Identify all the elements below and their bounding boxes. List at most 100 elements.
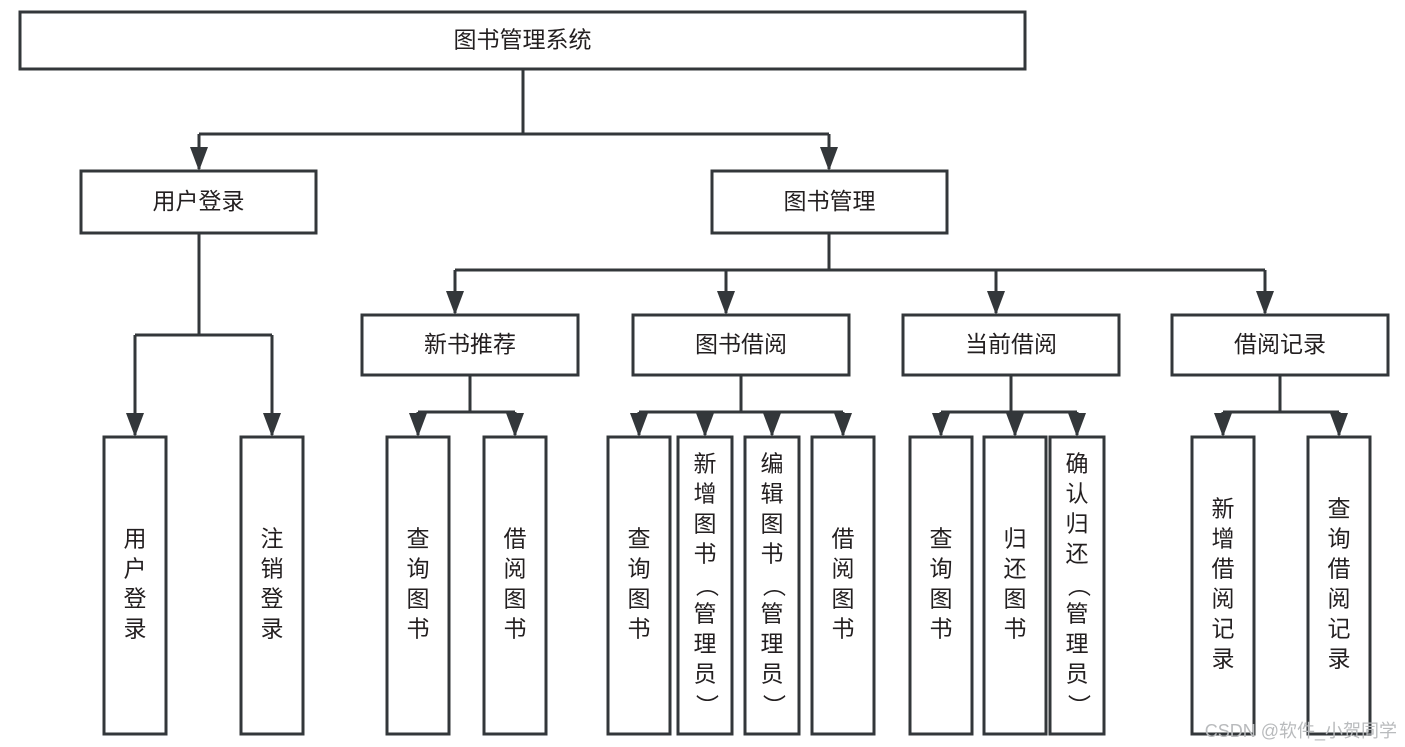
label-char: 借 xyxy=(832,526,855,552)
node-leaf-logout-frame xyxy=(239,435,305,736)
node-current-borrow-frame xyxy=(901,313,1121,377)
node-new-book-recommend-frame xyxy=(360,313,580,377)
node-new-book-recommend-label: 新书推荐 xyxy=(424,331,516,357)
node-leaf-query-books-3-frame xyxy=(908,435,974,736)
arrow-head-icon xyxy=(717,291,735,315)
arrow-head-icon xyxy=(1330,413,1348,437)
arrow-head-icon xyxy=(263,413,281,437)
label-char: 还 xyxy=(1066,541,1089,567)
node-new-book-recommend[interactable]: 新书推荐 xyxy=(360,313,580,377)
node-borrow-record[interactable]: 借阅记录 xyxy=(1170,313,1390,377)
node-borrow-record-label: 借阅记录 xyxy=(1234,331,1326,357)
label-char: 新 xyxy=(1212,496,1235,522)
arrow-head-icon xyxy=(1256,291,1274,315)
label-char: 记 xyxy=(1212,616,1235,642)
label-char: 员 xyxy=(761,661,784,687)
node-leaf-edit-book-admin-frame xyxy=(743,435,801,736)
node-system-title-label: 图书管理系统 xyxy=(454,27,592,53)
connector-group xyxy=(409,375,524,437)
label-char: 认 xyxy=(1066,481,1089,507)
label-char: 归 xyxy=(1004,526,1027,552)
label-char: 理 xyxy=(694,631,717,657)
label-char: 销 xyxy=(261,556,284,582)
node-book-borrow-label: 图书借阅 xyxy=(695,331,787,357)
node-leaf-borrow-books-1-frame xyxy=(482,435,548,736)
label-char: 询 xyxy=(930,556,953,582)
label-char: 书 xyxy=(628,616,651,642)
label-char: 书 xyxy=(930,616,953,642)
node-leaf-add-borrow-record-frame xyxy=(1190,435,1256,736)
node-current-borrow[interactable]: 当前借阅 xyxy=(901,313,1121,377)
label-char: 阅 xyxy=(832,556,855,582)
node-book-management[interactable]: 图书管理 xyxy=(710,169,949,235)
label-char: （ xyxy=(694,574,720,597)
arrow-head-icon xyxy=(820,147,838,171)
label-char: 登 xyxy=(261,586,284,612)
label-char: 阅 xyxy=(1328,586,1351,612)
label-char: ） xyxy=(694,694,720,717)
label-char: 书 xyxy=(761,541,784,567)
label-char: 员 xyxy=(1066,661,1089,687)
node-leaf-query-borrow-record-frame xyxy=(1306,435,1372,736)
node-leaf-add-book-admin-frame xyxy=(676,435,734,736)
node-leaf-query-books-1-frame xyxy=(385,435,451,736)
node-book-borrow[interactable]: 图书借阅 xyxy=(631,313,851,377)
node-user-login-frame xyxy=(79,169,318,235)
label-char: 询 xyxy=(407,556,430,582)
arrow-head-icon xyxy=(1214,413,1232,437)
connector-group xyxy=(126,233,281,437)
arrow-head-icon xyxy=(190,147,208,171)
label-char: 图 xyxy=(628,586,651,612)
label-char: 询 xyxy=(628,556,651,582)
label-char: 书 xyxy=(832,616,855,642)
label-char: 借 xyxy=(1328,556,1351,582)
node-leaf-return-books-frame xyxy=(982,435,1048,736)
node-leaf-user-login[interactable]: 用户登录 xyxy=(102,435,168,736)
node-leaf-user-login-label: 用户登录 xyxy=(124,526,147,642)
label-char: 录 xyxy=(1212,646,1235,672)
node-user-login[interactable]: 用户登录 xyxy=(79,169,318,235)
label-char: 归 xyxy=(1066,511,1089,537)
label-char: 书 xyxy=(694,541,717,567)
label-char: 编 xyxy=(761,451,784,477)
label-char: 管 xyxy=(1066,601,1089,627)
node-book-borrow-frame xyxy=(631,313,851,377)
label-char: 登 xyxy=(124,586,147,612)
connector-group xyxy=(1214,375,1348,437)
label-char: 借 xyxy=(504,526,527,552)
node-leaf-borrow-books-2-frame xyxy=(810,435,876,736)
label-char: 书 xyxy=(504,616,527,642)
arrow-head-icon xyxy=(1068,413,1086,437)
node-system-title[interactable]: 图书管理系统 xyxy=(18,10,1027,71)
label-char: 查 xyxy=(407,526,430,552)
connector-group xyxy=(190,69,838,171)
label-char: 管 xyxy=(761,601,784,627)
label-char: 图 xyxy=(761,511,784,537)
label-char: 图 xyxy=(407,586,430,612)
arrow-head-icon xyxy=(409,413,427,437)
label-char: 户 xyxy=(124,556,147,582)
